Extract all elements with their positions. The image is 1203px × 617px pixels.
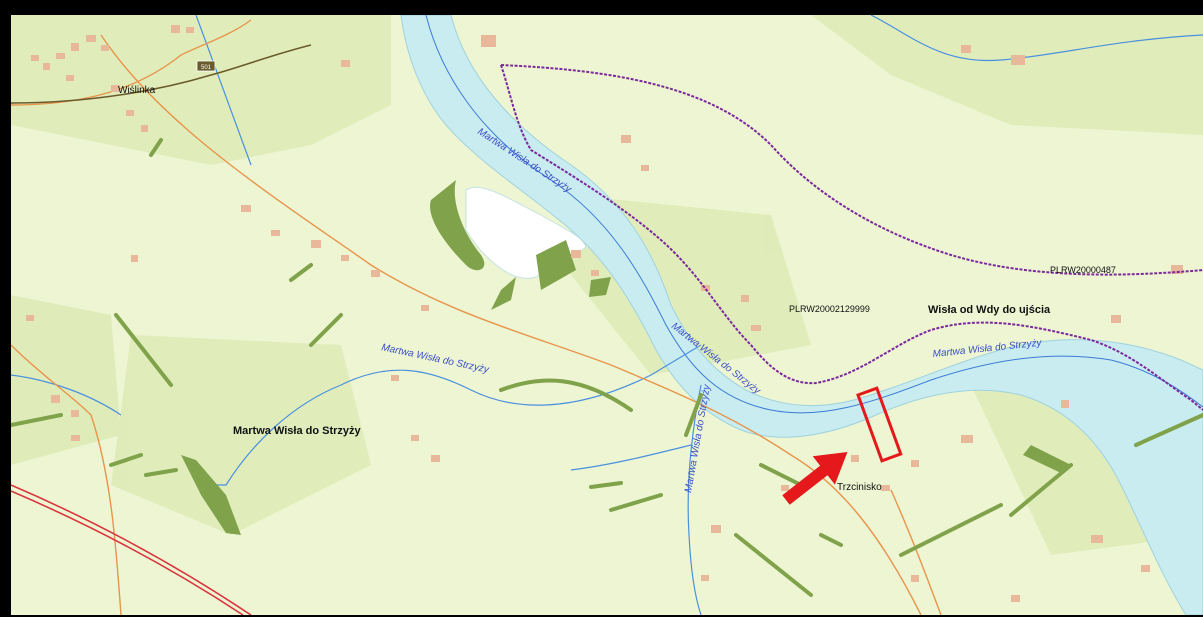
streams [11, 15, 1203, 615]
river-label-middle-left: Martwa Wisła do Strzyży [380, 342, 490, 376]
river-centerline [425, 15, 1203, 414]
road-501 [11, 44, 312, 104]
label-plrw-20000487: PLRW20000487 [1050, 265, 1116, 275]
roads [11, 19, 942, 615]
forest-areas [181, 180, 1071, 535]
map-canvas[interactable]: 501 Wiślinka Trzcinisko Martwa Wisła do … [11, 15, 1203, 615]
buildings [26, 25, 1183, 602]
map-svg: 501 Wiślinka Trzcinisko Martwa Wisła do … [11, 15, 1203, 615]
place-label-wislinka: Wiślinka [118, 85, 156, 96]
river-vistula [400, 15, 1203, 615]
label-martwa-wisla: Martwa Wisła do Strzyży [233, 425, 362, 437]
road-shield-501: 501 [196, 60, 216, 72]
railway [11, 484, 252, 615]
place-label-trzcinisko: Trzcinisko [837, 482, 882, 493]
green-strips [11, 138, 1203, 597]
label-wisla-od-wdy: Wisła od Wdy do ujścia [928, 304, 1051, 316]
label-plrw-20002129999: PLRW20002129999 [789, 304, 870, 314]
water-body-boundaries [500, 64, 1203, 411]
highlight-rectangle [856, 386, 903, 463]
svg-text:501: 501 [201, 65, 212, 71]
red-arrow-icon [782, 451, 848, 505]
